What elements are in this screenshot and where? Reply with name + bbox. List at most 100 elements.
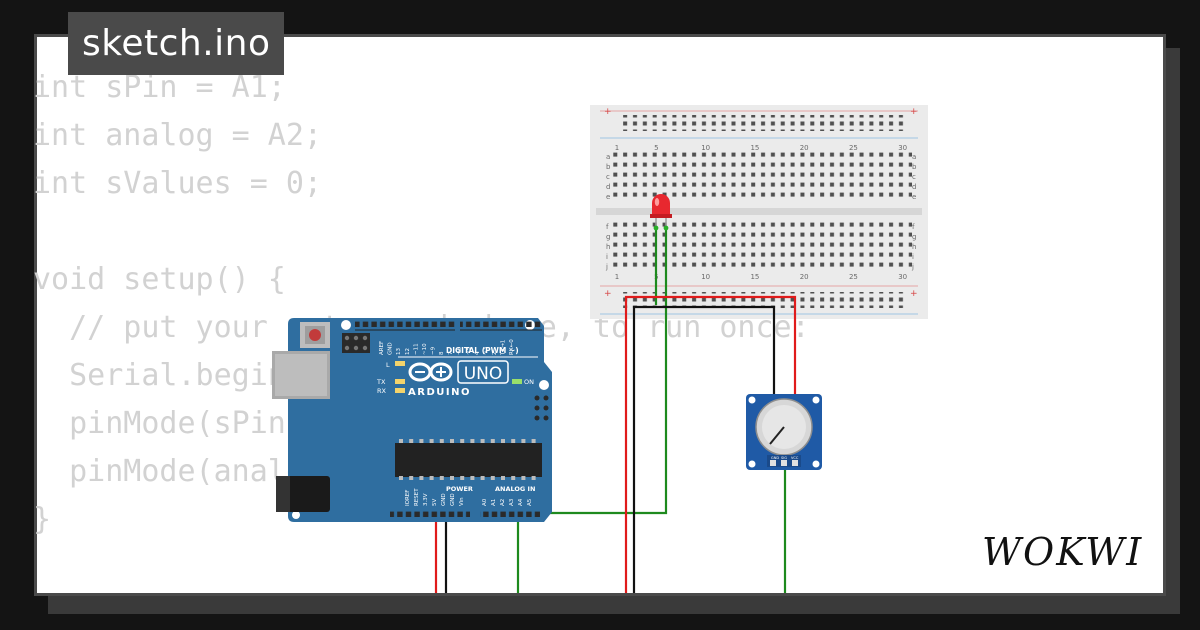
chip-pin (490, 439, 495, 443)
chip-pin (450, 439, 454, 443)
breadboard-row-letter: j (911, 263, 914, 271)
wire-red-rail[interactable] (624, 295, 797, 600)
analog-label: ANALOG IN (495, 485, 535, 493)
code-line: void setup() { (33, 262, 286, 297)
breadboard-col-number: 5 (654, 144, 658, 152)
chip-pin (490, 476, 495, 480)
arduino-brand: ARDUINO (408, 387, 471, 398)
chip-pin (531, 439, 536, 443)
breadboard-row-letter: a (912, 153, 916, 161)
arduino-top-pin-label: ~3 (483, 346, 489, 355)
arduino-power-pin-label: GND (450, 493, 456, 506)
wokwi-logo: WOKWI (982, 530, 1141, 574)
chip-pin (439, 476, 444, 480)
chip-pin (399, 476, 403, 480)
breadboard-col-number: 1 (615, 144, 619, 152)
code-line: } (33, 502, 52, 537)
arduino-uno[interactable]: UNO ARDUINO DIGITAL (PWM ~) L TX RX ON P… (272, 318, 552, 522)
wire-green-led[interactable] (500, 226, 668, 515)
breadboard-row-letter: a (606, 153, 610, 161)
led-label-tx: TX (376, 378, 386, 386)
breadboard-col-number: 25 (849, 273, 858, 281)
arduino-top-pin-label: 8 (439, 351, 445, 355)
pot-pin-label: GND (771, 456, 779, 460)
breadboard-row-letter: f (606, 223, 609, 231)
breadboard-row-letter: h (606, 243, 610, 251)
chip-pin (409, 476, 414, 480)
arduino-analog-pin-label: A4 (518, 498, 524, 506)
digital-label: DIGITAL (PWM ~) (446, 346, 519, 355)
chip-pin (439, 439, 444, 443)
breadboard-row-letter: d (606, 183, 610, 191)
chip-pin (521, 476, 526, 480)
rail-plus-label: + (604, 107, 612, 117)
arduino-model: UNO (464, 364, 503, 384)
arduino-analog-pin-label: A3 (509, 498, 515, 506)
arduino-power-pin-label: Vin (459, 497, 465, 506)
rail-plus-label: + (604, 289, 612, 299)
breadboard-row-letter: g (912, 233, 916, 241)
chip-pin (531, 476, 536, 480)
arduino-analog-pin-label: A1 (491, 499, 497, 506)
chip-pin (450, 476, 454, 480)
breadboard-col-number: 20 (800, 273, 809, 281)
led-red[interactable] (650, 194, 672, 231)
rail-plus-label: + (910, 107, 918, 117)
arduino-analog-pin-label: A0 (482, 498, 488, 506)
led-label-rx: RX (377, 387, 387, 395)
breadboard-col-number: 30 (898, 144, 907, 152)
breadboard-row-letter: i (606, 253, 608, 261)
breadboard-col-number: 15 (750, 273, 759, 281)
breadboard-col-number: 10 (701, 144, 710, 152)
chip-pin (460, 439, 465, 443)
pot-pin-label: SIG (781, 456, 787, 460)
power-label: POWER (446, 485, 473, 493)
arduino-infinity-logo (408, 362, 453, 382)
breadboard-row-letter: d (912, 183, 916, 191)
breadboard-row-letter: c (606, 173, 610, 181)
arduino-top-pin-label: RX←0 (509, 339, 515, 355)
chip-pin (511, 439, 516, 443)
arduino-power-pin-label: IOREF (405, 490, 411, 506)
code-line: int analog = A2; (33, 118, 322, 153)
code-line: int sValues = 0; (33, 166, 322, 201)
chip-pin (511, 476, 516, 480)
breadboard-row-letter: h (912, 243, 916, 251)
chip-pin (460, 476, 465, 480)
breadboard-row-letter: i (912, 253, 914, 261)
code-line: int sPin = A1; (33, 70, 286, 105)
file-tab[interactable]: sketch.ino (68, 12, 285, 75)
wires (434, 226, 797, 600)
breadboard-row-letter: g (606, 233, 610, 241)
arduino-top-pin-label: AREF (379, 341, 385, 355)
chip-pin (501, 439, 505, 443)
chip-pin (429, 476, 434, 480)
chip-pin (419, 439, 424, 443)
breadboard-col-number: 25 (849, 144, 858, 152)
pot-pin-label: VCC (791, 456, 799, 460)
arduino-top-pin-label: ~9 (431, 346, 437, 355)
breadboard-row-letter: c (912, 173, 916, 181)
breadboard-col-number: 30 (898, 273, 907, 281)
arduino-top-pin-label: ~11 (413, 343, 419, 355)
chip-pin (501, 476, 505, 480)
breadboard-row-letter: e (606, 193, 610, 201)
chip-pin (480, 476, 485, 480)
chip-pin (429, 439, 434, 443)
led-label-l: L (386, 361, 390, 369)
breadboard-col-number: 1 (615, 273, 619, 281)
chip-pin (419, 476, 424, 480)
wire-black-rail[interactable] (632, 305, 776, 600)
potentiometer[interactable]: GND SIG VCC (746, 394, 822, 470)
breadboard-col-number: 20 (800, 144, 809, 152)
breadboard-row-letter: j (605, 263, 608, 271)
chip-pin (480, 439, 485, 443)
arduino-top-pin-label: TX→1 (500, 340, 506, 356)
arduino-top-pin-label: 12 (405, 348, 411, 355)
breadboard-row-letter: b (912, 163, 917, 171)
rail-plus-label: + (910, 289, 918, 299)
chip-pin (470, 476, 475, 480)
chip-pin (399, 439, 403, 443)
arduino-power-pin-label: GND (441, 493, 447, 506)
